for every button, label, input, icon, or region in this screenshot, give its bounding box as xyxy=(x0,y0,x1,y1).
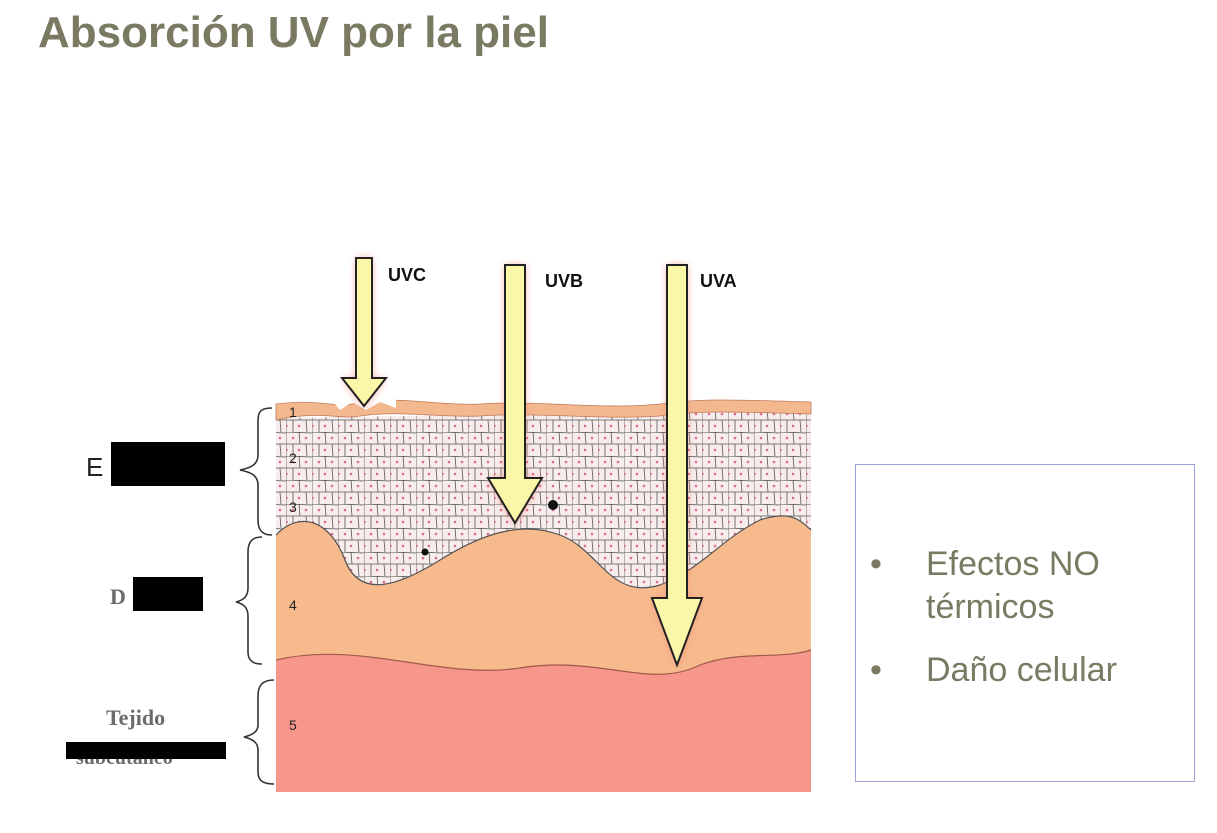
subcutaneous-layer xyxy=(276,650,811,792)
uvb-arrow xyxy=(486,264,544,525)
uva-arrow xyxy=(650,264,704,668)
epidermis-label: E xyxy=(86,452,104,482)
layer-number-4: 4 xyxy=(289,597,297,613)
subcutaneous-label-line1: Tejido xyxy=(106,705,166,730)
dermis-redaction xyxy=(133,577,203,611)
epidermis-redaction xyxy=(111,442,225,486)
layer-number-2: 2 xyxy=(289,450,297,466)
layer-number-3: 3 xyxy=(289,499,297,515)
list-item: • Efectos NO térmicos xyxy=(870,543,1166,629)
effects-list: • Efectos NO térmicos • Daño celular xyxy=(870,543,1166,712)
uvc-label: UVC xyxy=(388,265,426,285)
dermis-brace xyxy=(235,536,263,665)
layer-number-5: 5 xyxy=(289,717,297,733)
layer-number-1: 1 xyxy=(289,404,297,420)
bullet-text-effects: Efectos NO térmicos xyxy=(926,545,1100,626)
dermis-label: D xyxy=(110,584,126,609)
uva-label: UVA xyxy=(700,271,737,291)
page-title: Absorción UV por la piel xyxy=(38,8,549,57)
effects-box: • Efectos NO térmicos • Daño celular xyxy=(855,464,1195,782)
list-item: • Daño celular xyxy=(870,649,1166,692)
epidermis-brace xyxy=(239,407,273,536)
subcutaneous-brace xyxy=(243,679,275,785)
bullet-icon: • xyxy=(870,545,882,583)
bullet-icon: • xyxy=(870,651,882,689)
uvb-label: UVB xyxy=(545,271,583,291)
subcutaneous-redaction xyxy=(66,742,226,759)
uvc-arrow xyxy=(339,257,389,408)
bullet-text-damage: Daño celular xyxy=(926,651,1117,689)
